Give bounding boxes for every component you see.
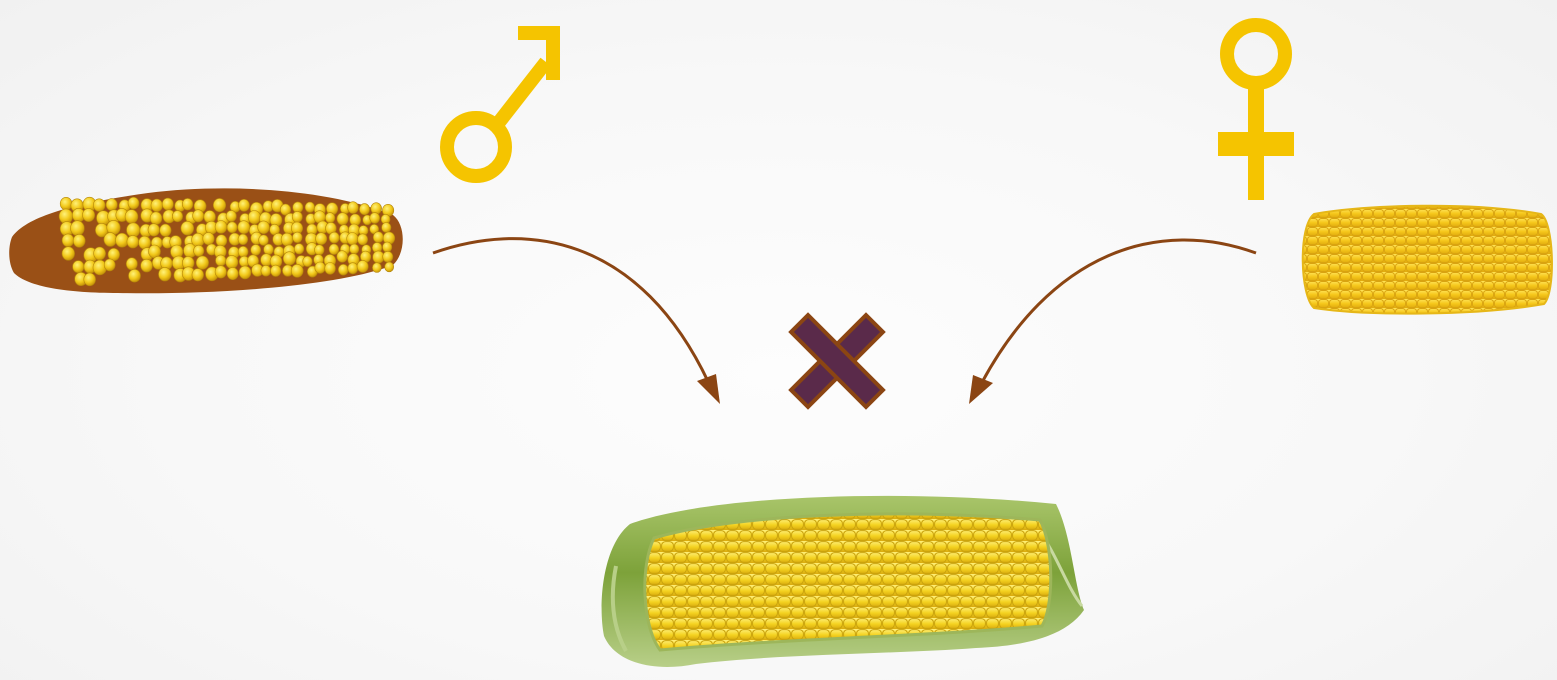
- cross-multiply-icon: [788, 312, 886, 410]
- offspring-hybrid-corn: [596, 486, 1088, 680]
- arrow-from-female: [978, 240, 1256, 390]
- arrow-head-female: [969, 375, 993, 404]
- arrow-from-male: [433, 239, 712, 390]
- arrow-head-male: [697, 374, 720, 404]
